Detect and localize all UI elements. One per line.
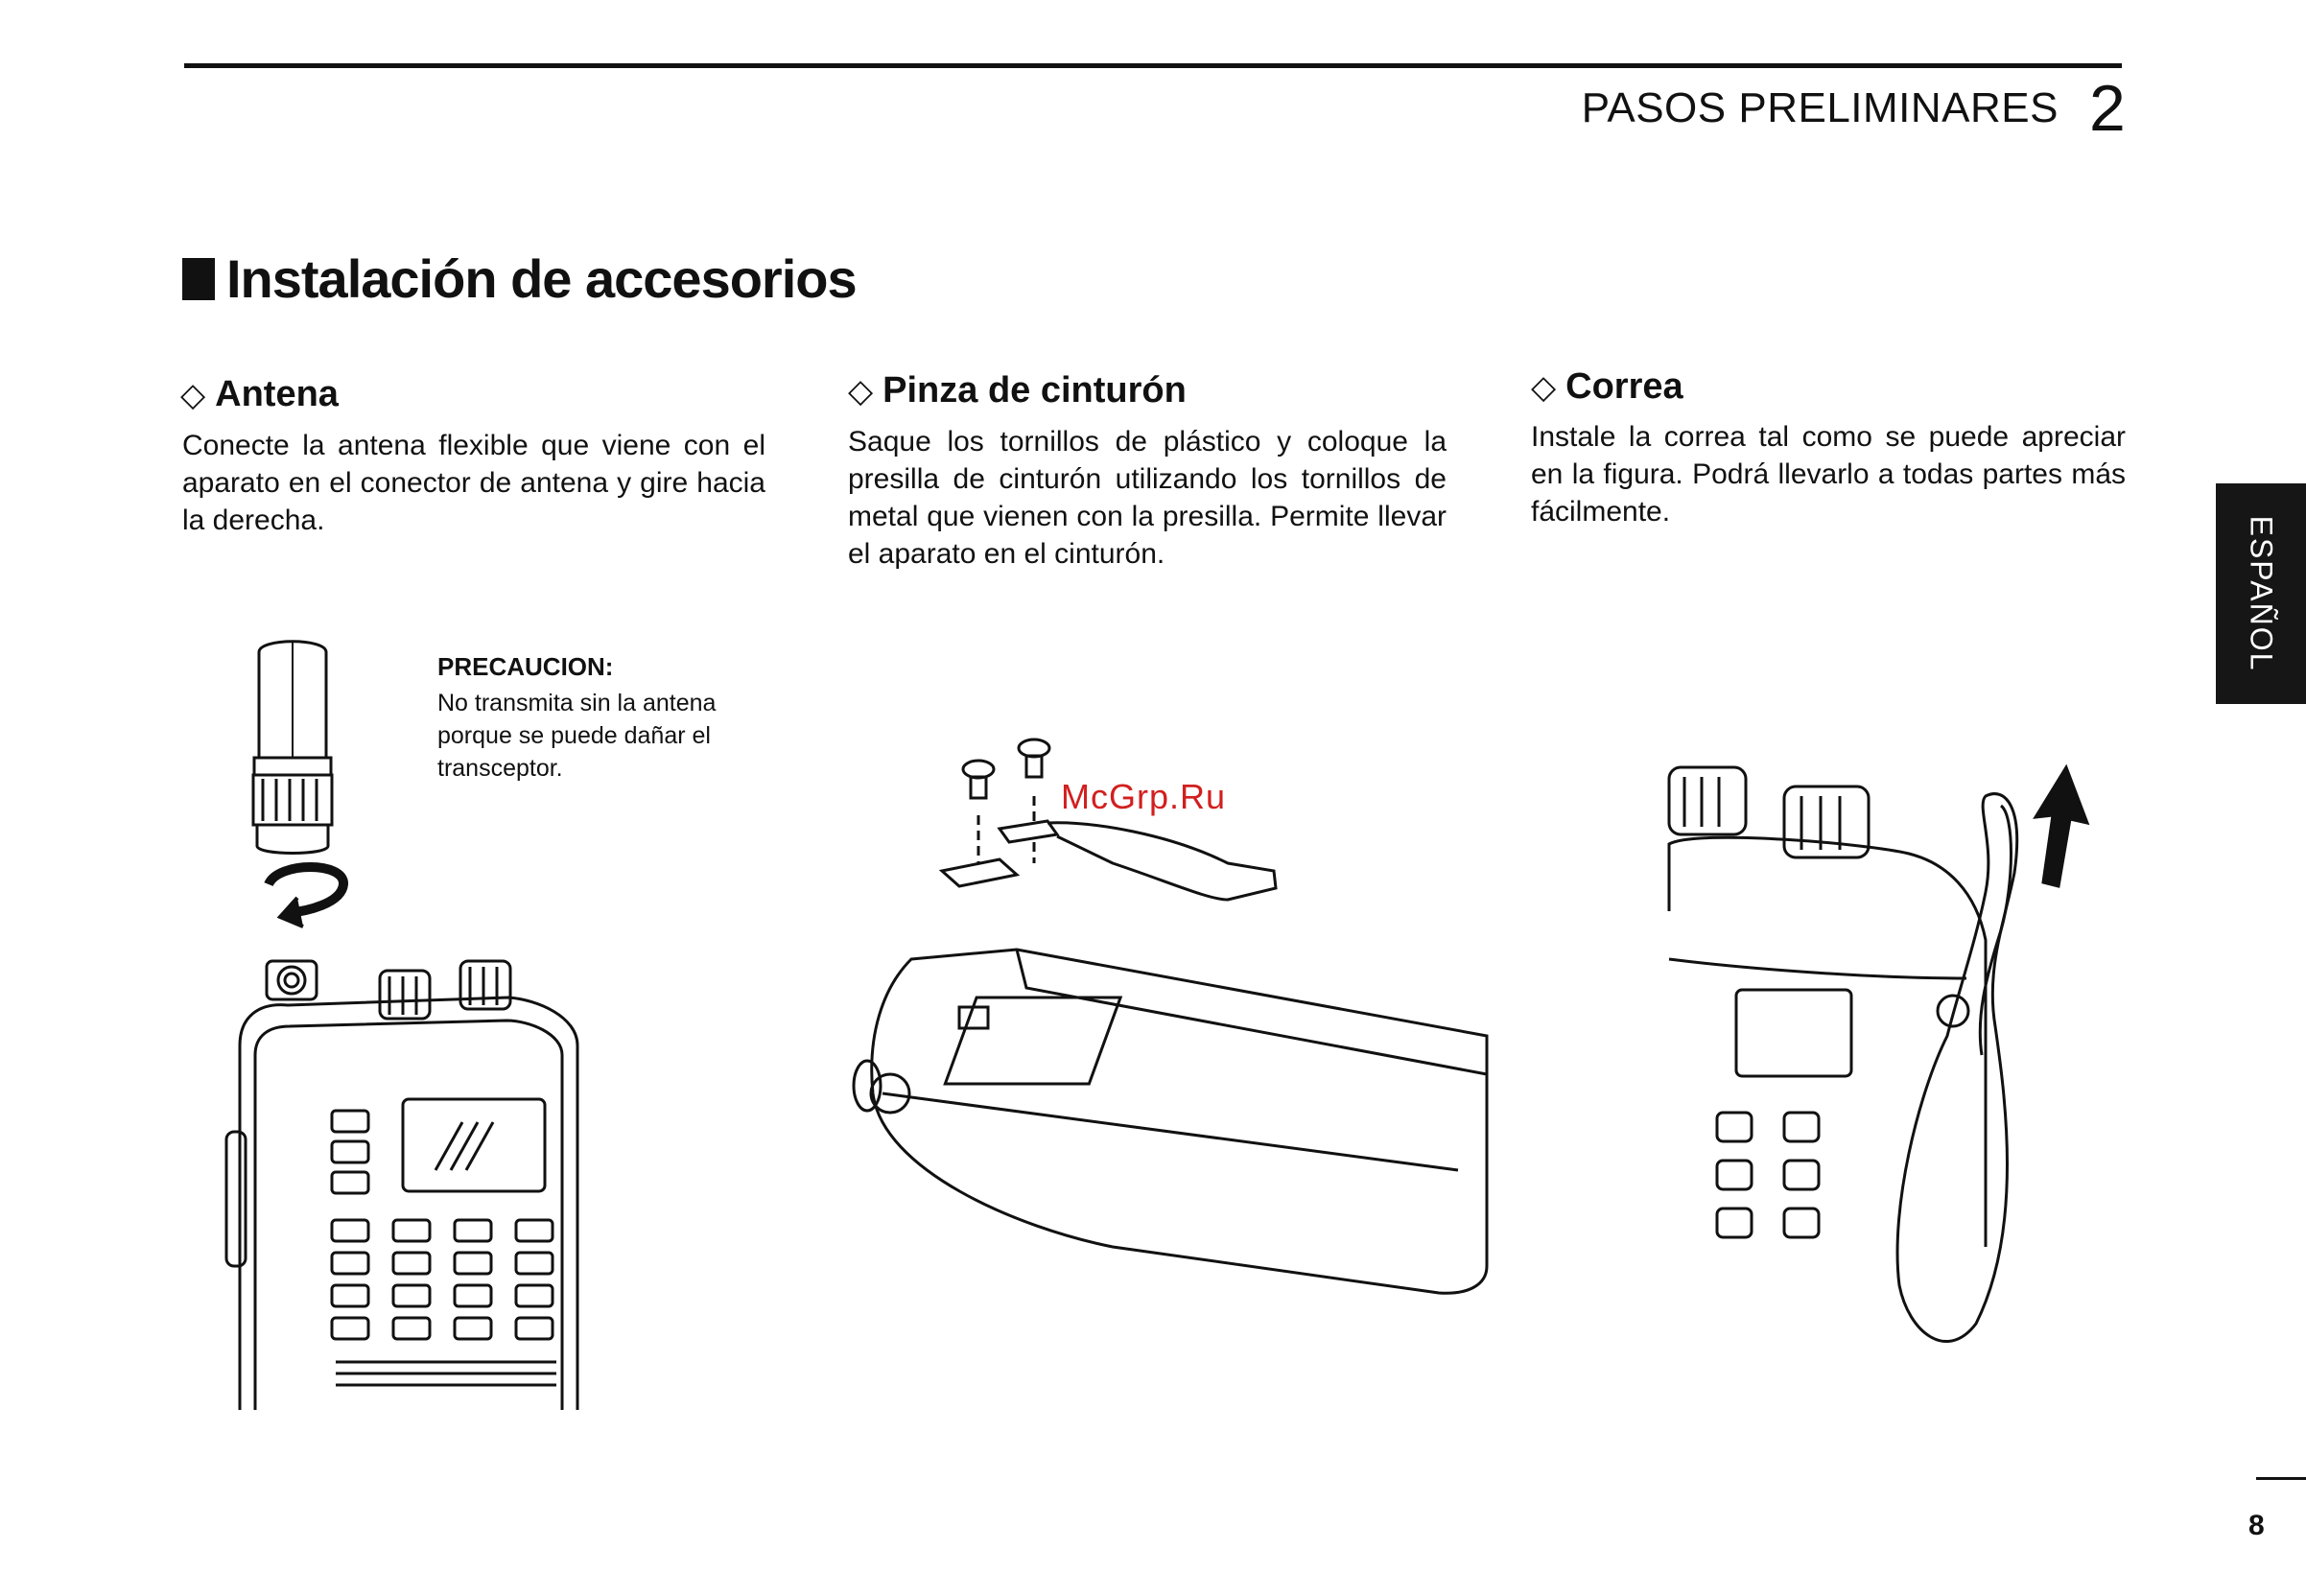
screw-icon (963, 739, 1049, 798)
radio-icon (226, 961, 577, 1410)
antenna-title: Antena (215, 374, 339, 414)
up-arrow-icon (2035, 767, 2087, 886)
antenna-illustration (221, 633, 604, 1410)
header-rule (184, 63, 2122, 68)
belt-clip-icon (942, 821, 1276, 900)
section-title: Instalación de accesorios (182, 247, 858, 310)
watermark: McGrp.Ru (1061, 777, 1227, 816)
strap-title: Correa (1565, 366, 1683, 407)
radio-top-icon (1669, 767, 1986, 1247)
diamond-bullet-icon: ◇ (180, 376, 206, 413)
radio-back-icon (854, 950, 1487, 1293)
belt-clip-illustration (825, 729, 1496, 1304)
strap-text: Instale la correa tal como se puede apre… (1531, 421, 2126, 528)
belt-clip-heading: ◇ Pinza de cinturón (848, 370, 1187, 411)
language-tab-label: ESPAÑOL (2244, 515, 2279, 672)
belt-clip-title: Pinza de cinturón (882, 370, 1187, 411)
footer-rule (2256, 1477, 2306, 1480)
strap-icon (1897, 794, 2017, 1342)
rotate-arrow-icon (269, 867, 343, 927)
diamond-bullet-icon: ◇ (848, 372, 874, 410)
antenna-text: Conecte la antena flexible que viene con… (182, 430, 765, 536)
diamond-bullet-icon: ◇ (1531, 368, 1557, 406)
chapter-title: PASOS PRELIMINARES (1581, 84, 2059, 131)
section-marker-icon (182, 257, 215, 300)
chapter-number: 2 (2089, 72, 2126, 145)
antenna-heading: ◇ Antena (180, 374, 339, 415)
language-tab: ESPAÑOL (2216, 483, 2306, 704)
strap-heading: ◇ Correa (1531, 366, 1683, 408)
caution-heading: PRECAUCION: (437, 652, 614, 681)
belt-clip-text: Saque los tornillos de plástico y coloqu… (848, 426, 1447, 570)
strap-illustration (1659, 748, 2110, 1362)
caution-text: No transmita sin la antena porque se pue… (437, 690, 717, 782)
antenna-icon (253, 642, 332, 854)
page-number: 8 (2248, 1510, 2265, 1541)
section-title-text: Instalación de accesorios (226, 248, 858, 309)
